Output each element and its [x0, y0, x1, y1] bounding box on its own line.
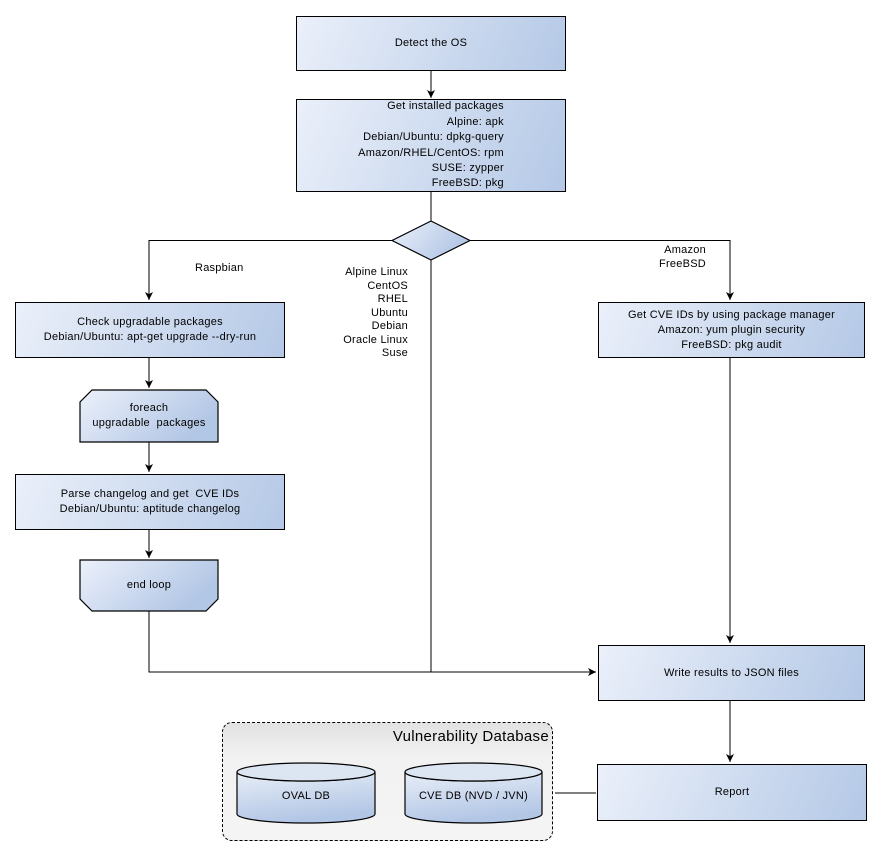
node-get-installed-packages-label: Get installed packages Alpine: apk Debia… — [358, 100, 504, 190]
vulnerability-database-title: Vulnerability Database — [392, 728, 549, 745]
end-loop-shape — [79, 559, 219, 612]
node-end-loop-label: end loop — [126, 579, 172, 591]
cve-db-cylinder-top — [404, 762, 543, 782]
node-write-json: Write results to JSON files — [598, 645, 865, 701]
edge-label-raspbian: Raspbian — [195, 262, 244, 274]
node-end-loop: end loop — [80, 560, 218, 611]
edge-label-center-os-list: Alpine Linux CentOS RHEL Ubuntu Debian O… — [343, 266, 408, 359]
oval-db-cylinder-top — [236, 762, 376, 782]
node-get-cve-ids-label: Get CVE IDs by using package manager Ama… — [627, 308, 836, 351]
node-report-label: Report — [714, 786, 750, 798]
node-parse-changelog-label: Parse changelog and get CVE IDs Debian/U… — [59, 488, 241, 515]
cve-db-cylinder — [404, 762, 543, 824]
cve-db-label-wrap: CVE DB (NVD / JVN) — [405, 777, 542, 815]
node-foreach-loop: foreach upgradable packages — [80, 390, 218, 442]
node-report: Report — [597, 764, 867, 821]
edge-decision-to-get-cve — [470, 240, 734, 300]
node-get-installed-packages: Get installed packages Alpine: apk Debia… — [296, 99, 566, 192]
node-detect-os: Detect the OS — [296, 16, 566, 71]
foreach-loop-shape — [79, 389, 219, 443]
node-write-json-label: Write results to JSON files — [664, 666, 799, 679]
os-decision-diamond — [390, 220, 472, 261]
edge-endloop-to-json — [148, 611, 596, 676]
node-check-upgradable-label: Check upgradable packages Debian/Ubuntu:… — [43, 316, 257, 343]
node-parse-changelog: Parse changelog and get CVE IDs Debian/U… — [15, 474, 285, 530]
edge-label-amazon-freebsd: Amazon FreeBSD — [659, 244, 706, 270]
oval-db-label: OVAL DB — [281, 789, 331, 802]
oval-db-label-wrap: OVAL DB — [237, 777, 375, 815]
oval-db-cylinder — [236, 762, 376, 824]
node-get-cve-ids: Get CVE IDs by using package manager Ama… — [598, 302, 865, 358]
node-detect-os-label: Detect the OS — [394, 37, 468, 49]
edge-decision-to-check-upgradable — [145, 240, 392, 300]
node-foreach-loop-label: foreach upgradable packages — [92, 402, 206, 429]
cve-db-label: CVE DB (NVD / JVN) — [418, 789, 528, 802]
node-check-upgradable: Check upgradable packages Debian/Ubuntu:… — [15, 302, 285, 358]
